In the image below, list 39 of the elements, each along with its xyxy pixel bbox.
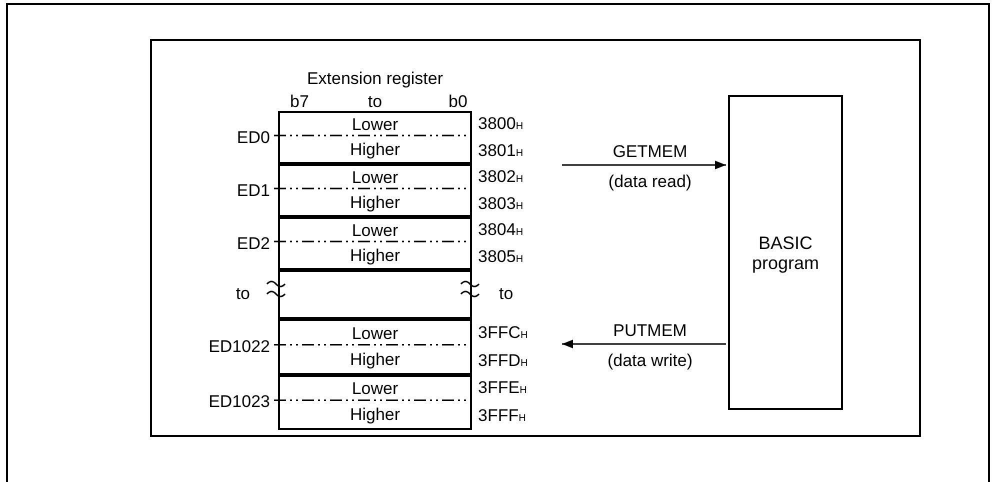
entry-label: ED1022 <box>208 336 270 357</box>
edge-label: GETMEM (data read) <box>607 141 693 193</box>
register-cell <box>278 217 472 244</box>
register-cell <box>278 346 472 374</box>
register-cell <box>278 244 472 270</box>
register-cell <box>278 111 472 138</box>
byte-label: Higher <box>350 140 400 160</box>
register-heading: Extension register <box>306 69 444 89</box>
byte-label: Lower <box>352 168 398 188</box>
entry-label: ED1023 <box>208 392 270 412</box>
byte-label: Lower <box>352 324 398 344</box>
byte-label: Lower <box>352 379 398 400</box>
byte-label: Higher <box>350 192 400 213</box>
byte-label: Lower <box>352 115 398 136</box>
register-cell <box>278 138 472 164</box>
byte-label: Lower <box>352 221 398 242</box>
range-label: to <box>499 284 514 304</box>
register-cell <box>278 164 472 190</box>
edge-label: PUTMEM (data write) <box>606 320 694 372</box>
arrow <box>562 160 726 170</box>
entry-label: ED0 <box>236 128 270 148</box>
register-cell <box>278 319 472 347</box>
register-cell <box>278 190 472 217</box>
byte-label: Higher <box>350 405 400 426</box>
omitted-range-box <box>278 270 472 319</box>
bit-label: b0 <box>448 92 468 112</box>
register-cell <box>278 374 472 402</box>
module-frame <box>150 39 921 437</box>
bit-label: to <box>366 92 384 112</box>
entry-label: ED2 <box>236 234 270 254</box>
program-box <box>728 95 843 410</box>
byte-label: Higher <box>350 350 400 370</box>
arrow <box>562 340 726 348</box>
register-cell <box>278 402 472 430</box>
range-label: to <box>236 284 250 304</box>
bit-label: b7 <box>290 92 309 112</box>
byte-label: Higher <box>350 246 400 266</box>
program-label: BASIC program <box>750 232 820 272</box>
entry-label: ED1 <box>236 180 270 200</box>
